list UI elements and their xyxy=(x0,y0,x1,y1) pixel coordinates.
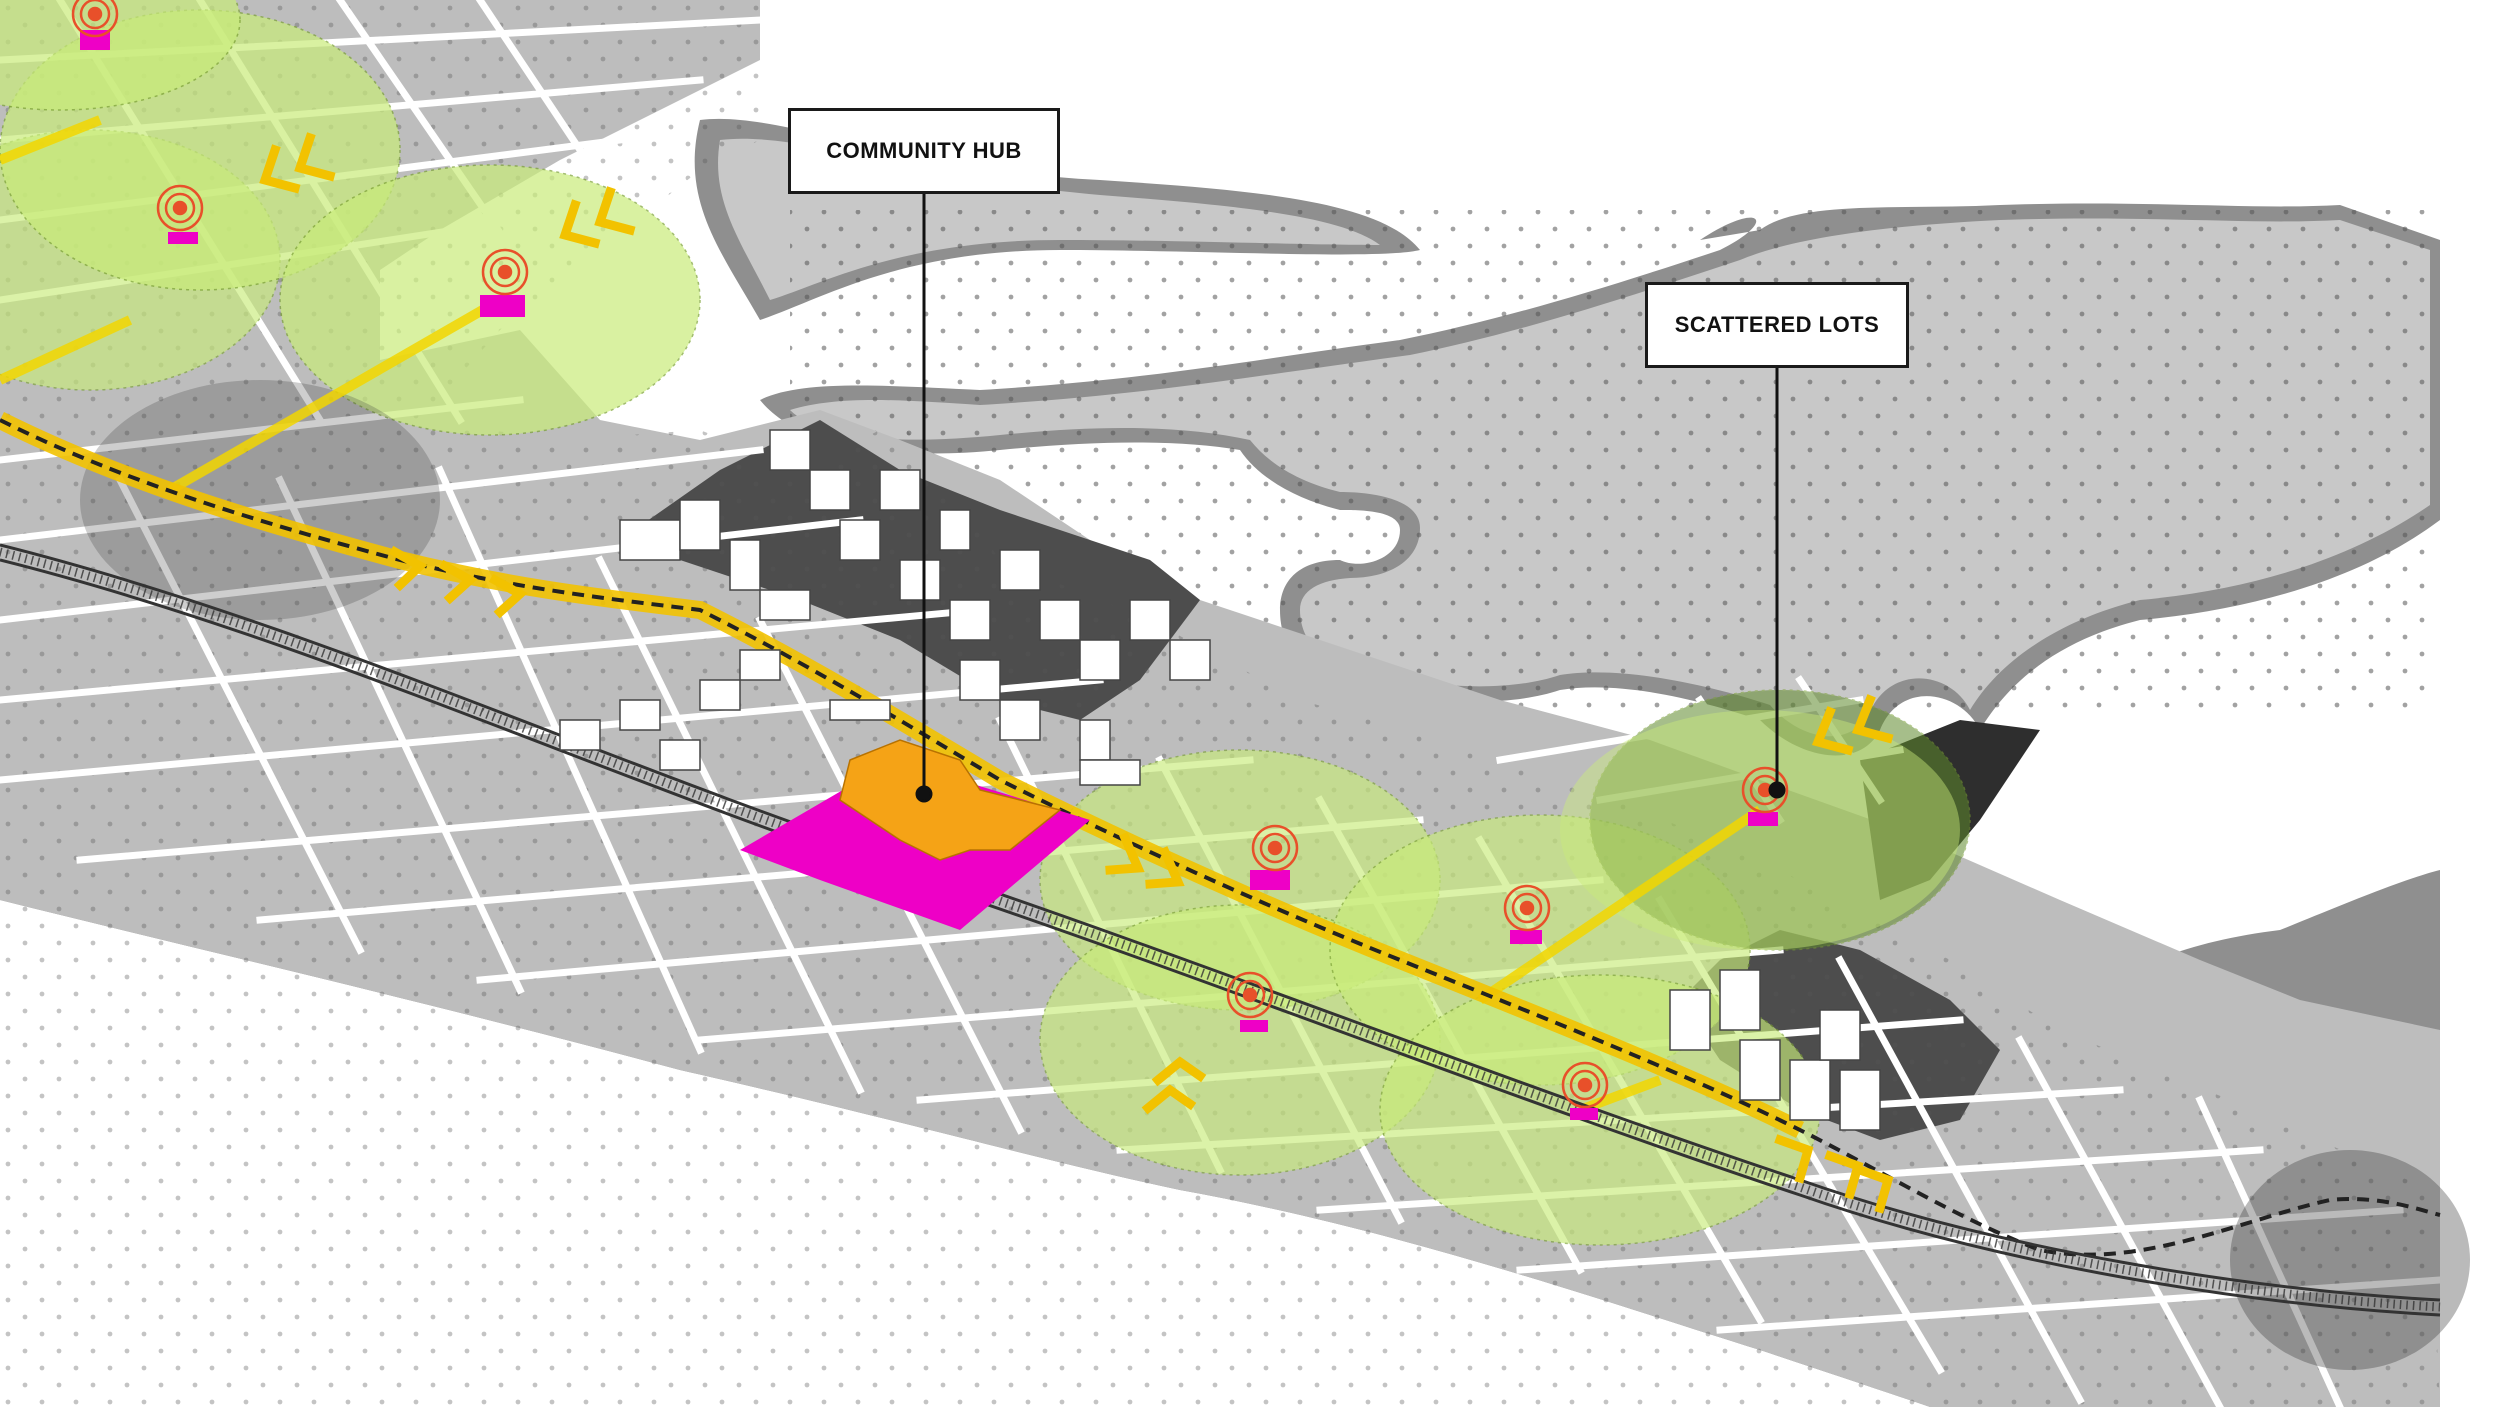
building-block-icon xyxy=(949,599,991,641)
direction-chevron-icon xyxy=(259,144,301,194)
shadow-zone xyxy=(2230,1150,2470,1370)
building-block-icon xyxy=(939,509,971,551)
leader-dot-community-hub xyxy=(915,785,933,803)
building-block-icon xyxy=(1789,1059,1831,1121)
building-block-icon xyxy=(959,659,1001,701)
callout-leaders xyxy=(915,194,1786,803)
community-hub-site xyxy=(740,739,1090,930)
signal-tower-icon xyxy=(1226,971,1274,1019)
lot-marker-icon xyxy=(480,295,525,317)
building-block-icon xyxy=(679,499,721,551)
leader-dot-scattered-lots xyxy=(1768,781,1786,799)
building-block-icon xyxy=(1669,989,1711,1051)
building-block-icon xyxy=(1079,719,1111,761)
lot-marker-icon xyxy=(1748,812,1778,826)
direction-chevron-icon xyxy=(1145,846,1185,889)
building-block-icon xyxy=(1079,639,1121,681)
building-block-icon xyxy=(1819,1009,1861,1061)
direction-chevron-icon xyxy=(1151,1056,1207,1087)
building-block-icon xyxy=(659,739,701,771)
lot-marker-icon xyxy=(168,232,198,244)
shadow-zone xyxy=(80,380,440,620)
building-block-icon xyxy=(619,699,661,731)
signal-tower-icon xyxy=(156,184,204,232)
building-block-icon xyxy=(699,679,741,711)
building-block-icon xyxy=(1039,599,1081,641)
signal-towers xyxy=(71,0,1789,1109)
signal-tower-icon xyxy=(1561,1061,1609,1109)
building-block-icon xyxy=(999,699,1041,741)
building-block-icon xyxy=(899,559,941,601)
building-block-icon xyxy=(769,429,811,471)
building-block-icon xyxy=(1839,1069,1881,1131)
building-block-icon xyxy=(839,519,881,561)
hub-orange-building xyxy=(839,739,1062,861)
lot-marker-icon xyxy=(1250,870,1290,890)
building-block-icon xyxy=(1169,639,1211,681)
direction-chevron-icon xyxy=(388,545,428,592)
building-block-icon xyxy=(619,519,681,561)
building-blocks xyxy=(559,429,1881,1131)
building-block-icon xyxy=(1739,1039,1781,1101)
building-block-icon xyxy=(1719,969,1761,1031)
building-block-icon xyxy=(739,649,781,681)
direction-chevron-icon xyxy=(1105,832,1145,875)
direction-chevron-icon xyxy=(1854,1164,1894,1214)
building-block-icon xyxy=(999,549,1041,591)
green-zone xyxy=(0,0,241,111)
building-block-icon xyxy=(829,699,891,721)
signal-tower-icon xyxy=(71,0,119,38)
building-block-icon xyxy=(559,719,601,751)
building-block-icon xyxy=(759,589,811,621)
lot-marker-icon xyxy=(1510,930,1542,944)
direction-chevron-icon xyxy=(559,199,601,249)
green-zone xyxy=(1560,710,1960,950)
signal-tower-icon xyxy=(481,248,529,296)
building-block-icon xyxy=(1079,759,1141,786)
lot-marker-icon xyxy=(1240,1020,1268,1032)
direction-chevrons xyxy=(259,132,1894,1214)
building-block-icon xyxy=(1129,599,1171,641)
direction-chevron-icon xyxy=(488,573,528,619)
direction-chevron-icon xyxy=(1141,1084,1197,1115)
signal-tower-icon xyxy=(1503,884,1551,932)
direction-chevron-icon xyxy=(594,186,636,236)
callout-scattered-lots: SCATTERED LOTS xyxy=(1645,282,1909,368)
green-influence-zones xyxy=(0,0,2470,1370)
direction-chevron-icon xyxy=(294,132,336,182)
building-block-icon xyxy=(729,539,761,591)
rail-line xyxy=(0,543,2441,1317)
signal-tower-icon xyxy=(1251,824,1299,872)
lot-marker-icon xyxy=(1570,1108,1598,1120)
direction-chevron-icon xyxy=(1774,1134,1814,1184)
green-zone-dark xyxy=(1589,689,1971,951)
direction-chevron-icon xyxy=(1811,706,1854,756)
direction-chevron-icon xyxy=(438,559,478,605)
callout-community-hub: COMMUNITY HUB xyxy=(788,108,1060,194)
direction-chevron-icon xyxy=(1851,694,1894,744)
building-block-icon xyxy=(809,469,851,511)
building-block-icon xyxy=(879,469,921,511)
